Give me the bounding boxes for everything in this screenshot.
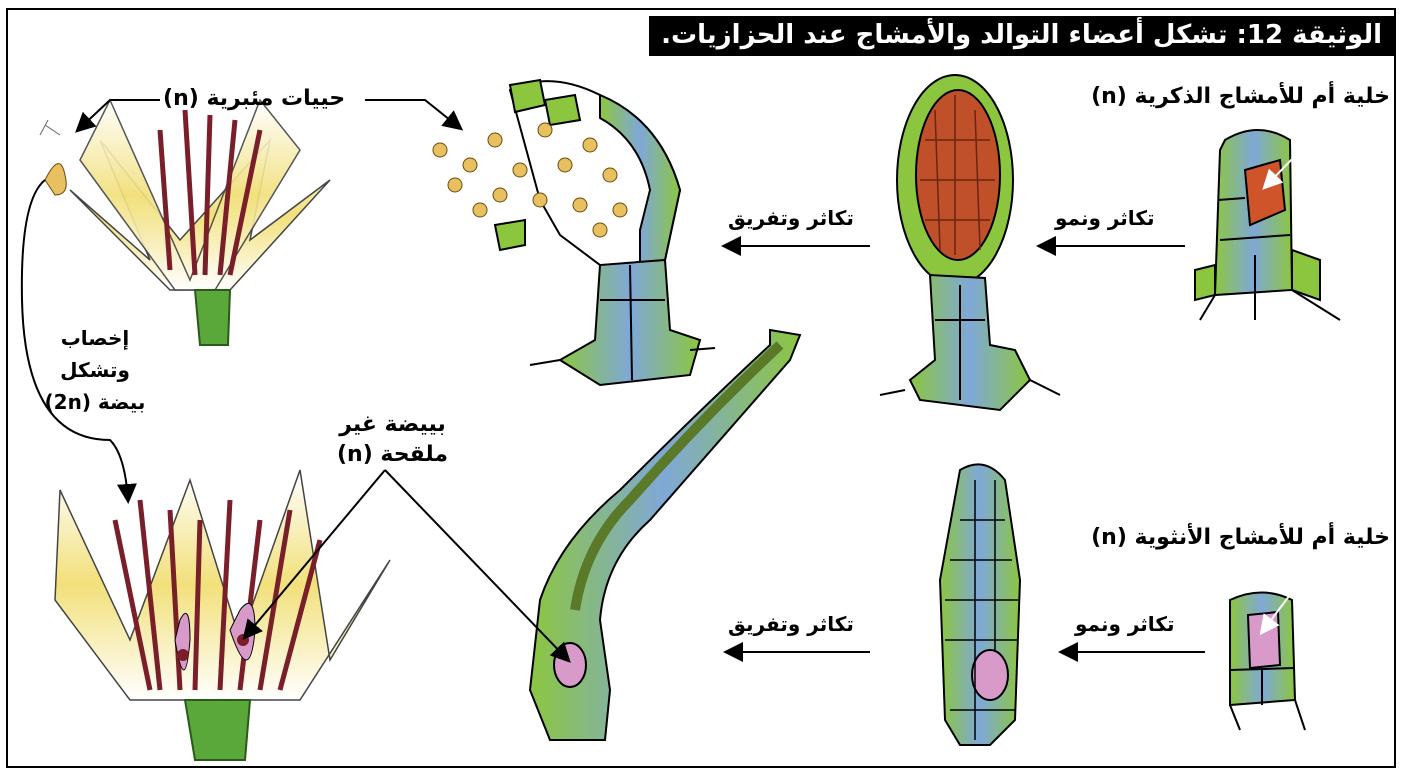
female-plant-flower: [55, 470, 390, 760]
label-antherozoids: حييات مئبرية (n): [163, 86, 345, 111]
label-fertilization: إخصاب وتشكل بيضة (2n): [40, 322, 150, 418]
male-mother-cell-figure: [1195, 130, 1340, 320]
male-plant-flower: [40, 100, 330, 345]
label-multiply-diff-bottom: تكاثر وتفريق: [728, 612, 854, 636]
label-multiply-grow-top: تكاثر ونمو: [1055, 206, 1154, 230]
label-fertilization-line1: إخصاب: [40, 322, 150, 354]
pointer-antherozoids-right: [365, 100, 460, 128]
label-male-mother-cell: خلية أم للأمشاج الذكرية (n): [1091, 84, 1390, 109]
label-unfertilized-egg-line2: ملقحة (n): [320, 440, 465, 470]
label-fertilization-line3: بيضة (2n): [40, 386, 150, 418]
archegonium-young-figure: [940, 464, 1020, 745]
label-fertilization-line2: وتشكل: [40, 354, 150, 386]
antheridium-young-figure: [880, 75, 1060, 410]
label-female-mother-cell: خلية أم للأمشاج الأنثوية (n): [1091, 525, 1390, 550]
label-multiply-grow-bottom: تكاثر ونمو: [1075, 612, 1174, 636]
label-unfertilized-egg: بييضة غير ملقحة (n): [320, 410, 465, 470]
pointer-egg-archegonium: [385, 470, 568, 660]
label-unfertilized-egg-line1: بييضة غير: [320, 410, 465, 440]
label-multiply-diff-top: تكاثر وتفريق: [728, 206, 854, 230]
female-mother-cell-figure: [1230, 593, 1305, 731]
archegonium-mature-figure: [530, 330, 800, 740]
